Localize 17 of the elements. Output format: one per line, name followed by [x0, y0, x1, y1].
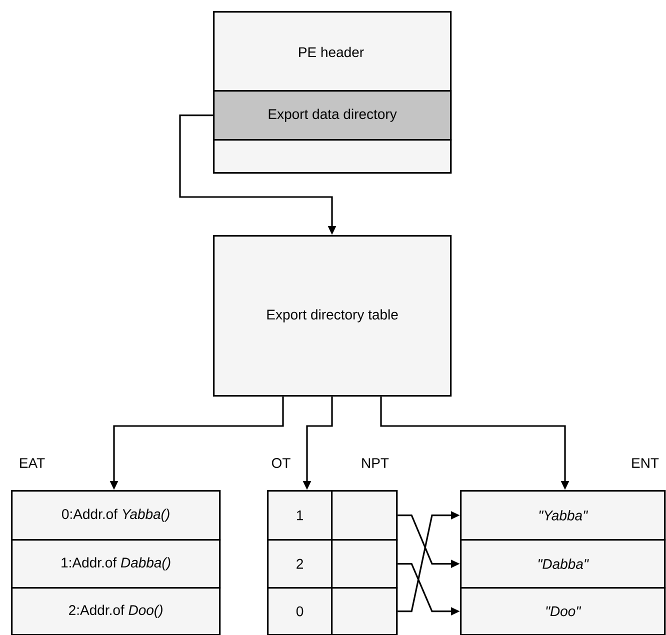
- table-cell: 2:Addr.of Doo(): [11, 587, 221, 635]
- table-cell: 0:Addr.of Yabba(): [11, 490, 221, 541]
- table-cell: 1:Addr.of Dabba(): [11, 539, 221, 589]
- table-column: NPT: [331, 458, 398, 635]
- table-box: Export directory table: [213, 235, 452, 397]
- table-cell: 0: [267, 587, 333, 635]
- directory-row: Export data directory: [213, 90, 452, 141]
- table-cell: "Dabba": [460, 539, 666, 589]
- table-cell: "Doo": [460, 587, 666, 635]
- table-cell: 1: [267, 490, 333, 541]
- node-label: EAT: [20, 458, 45, 468]
- table-cell: "Yabba": [460, 490, 666, 541]
- node-label: NPT: [362, 458, 389, 468]
- node-label: OT: [272, 458, 290, 468]
- node-label: ENT: [632, 458, 659, 468]
- empty-row: [213, 139, 452, 174]
- table-cell: 2: [267, 539, 333, 589]
